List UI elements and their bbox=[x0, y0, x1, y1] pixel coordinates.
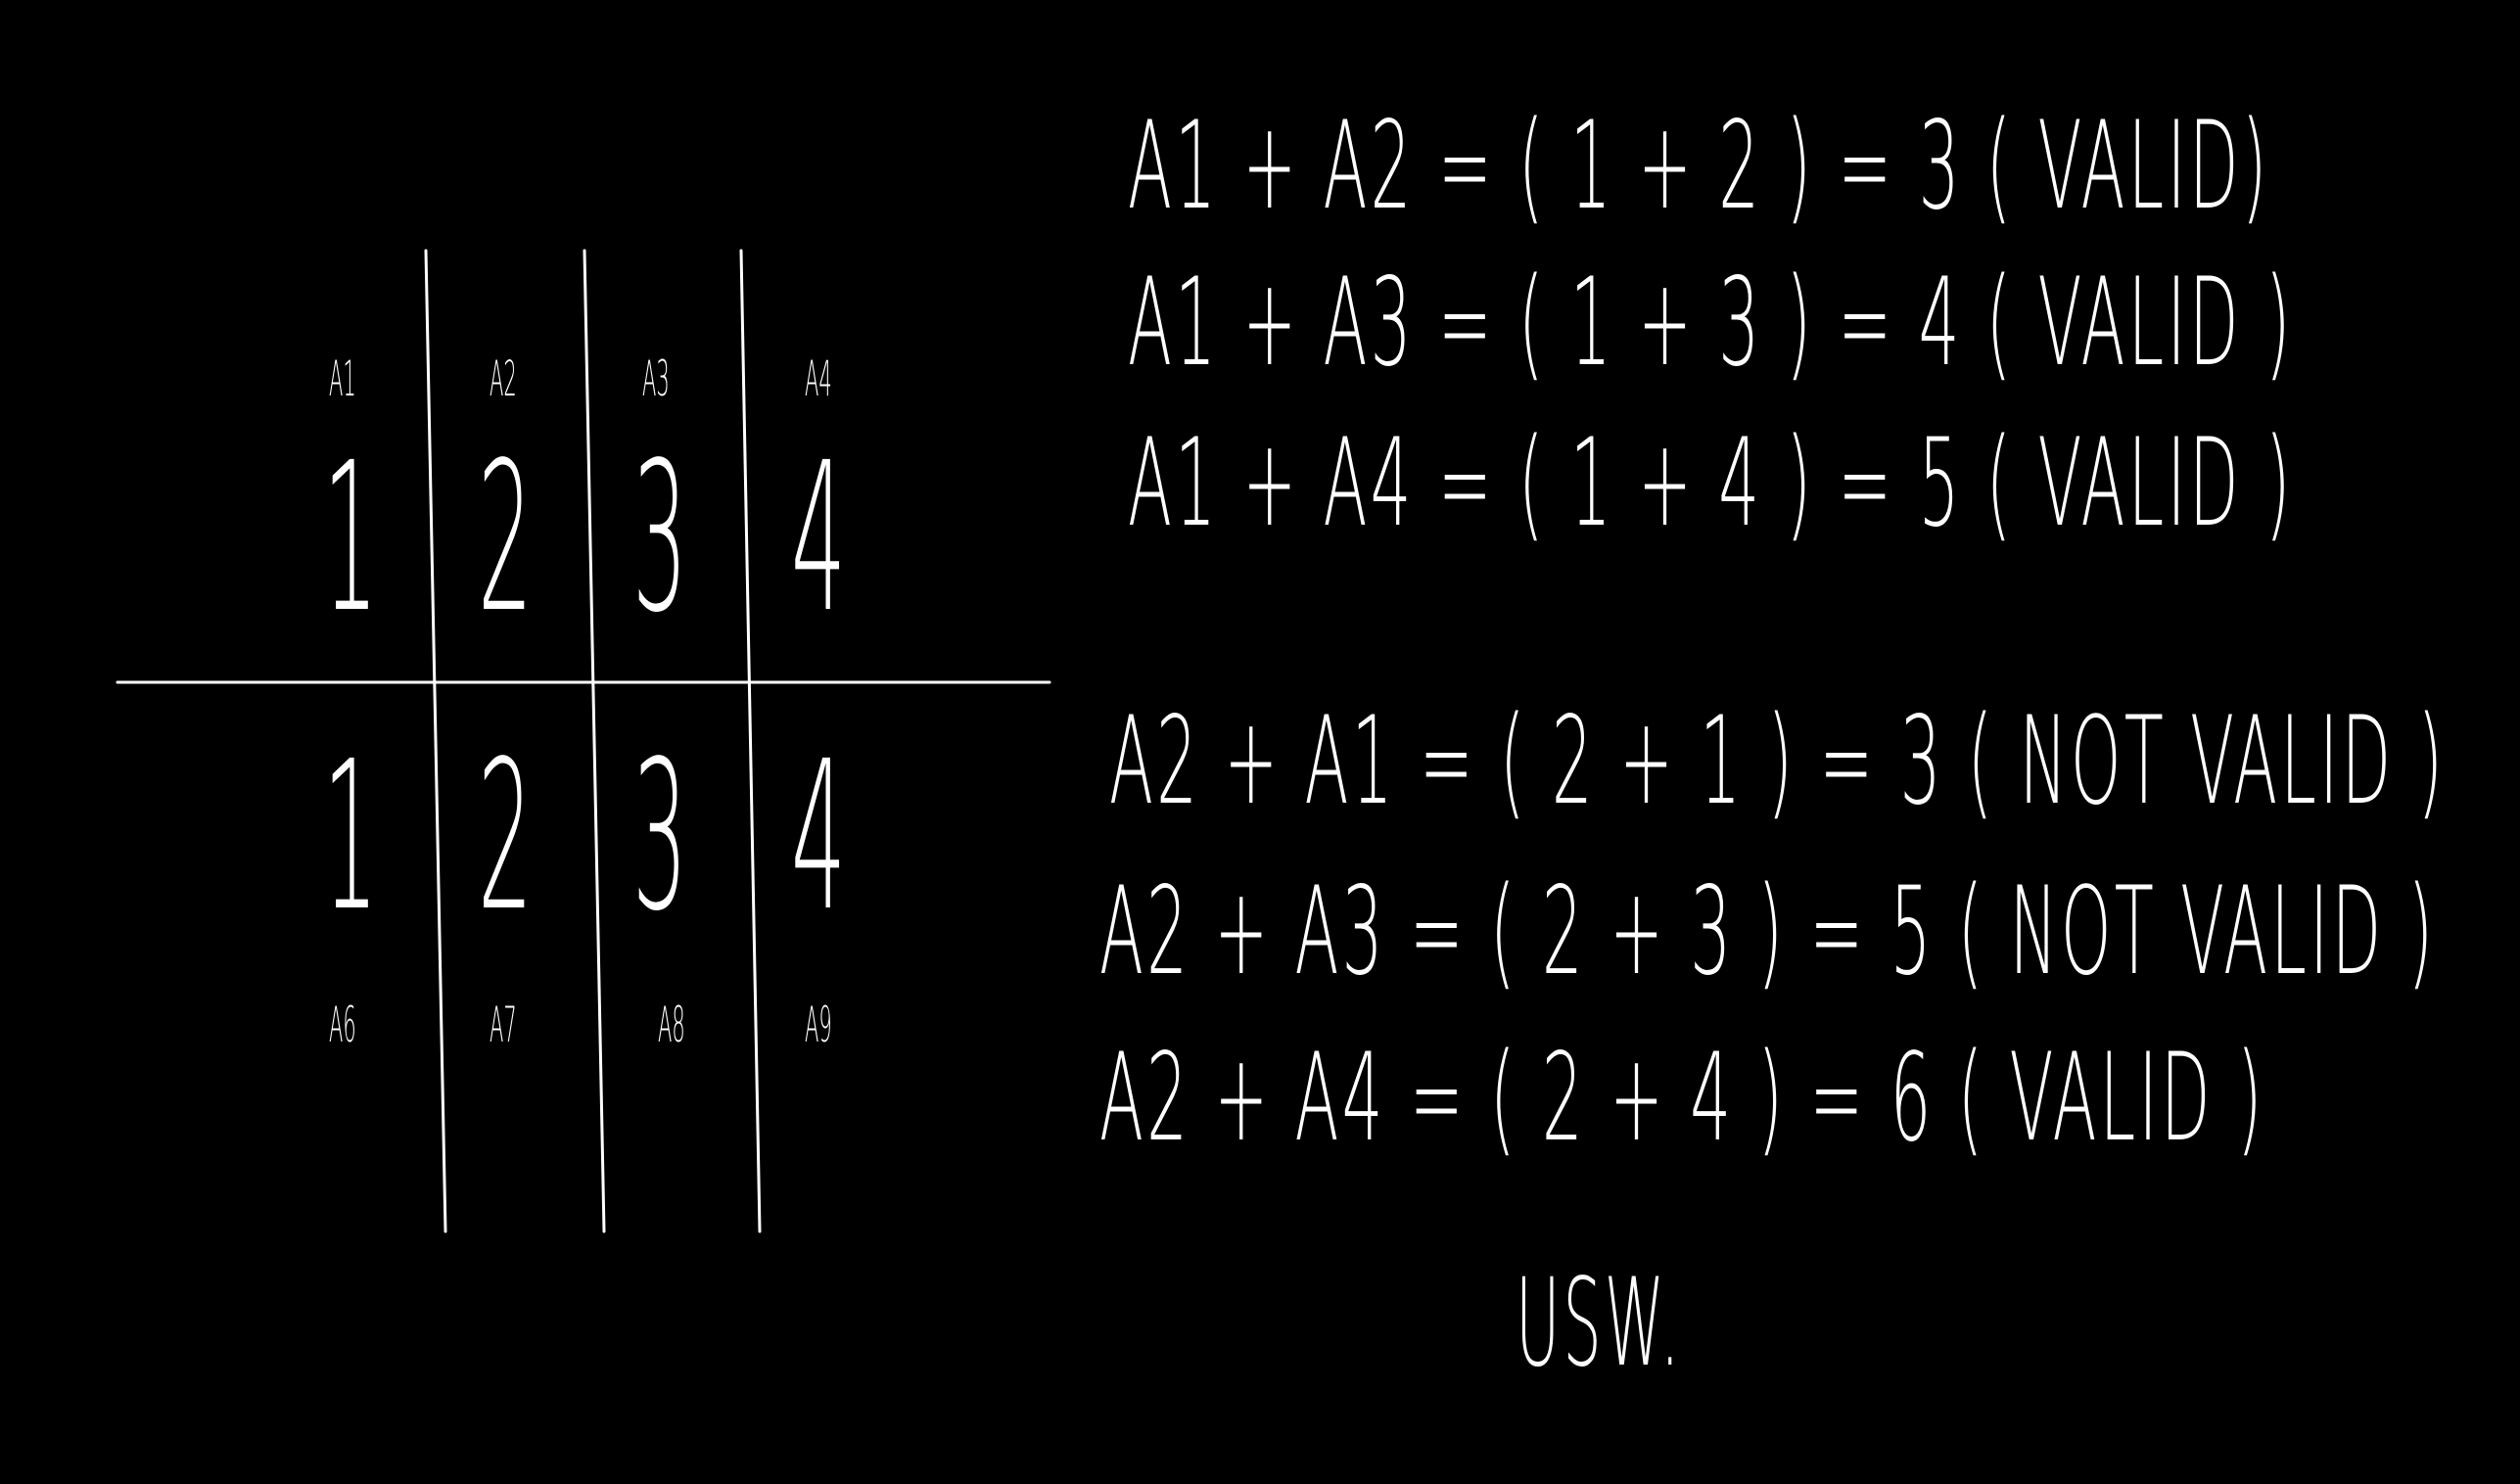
grid-vertical-line-2 bbox=[583, 249, 606, 1233]
equation-a1-a4: A1 + A4 = ( 1 + 4 ) = 5 ( VALID ) bbox=[1128, 413, 2294, 554]
cell-value-a3: 3 bbox=[632, 418, 688, 658]
cell-value-a6: 1 bbox=[323, 717, 379, 956]
cell-value-a1: 1 bbox=[323, 418, 379, 658]
cell-label-a4: A4 bbox=[805, 350, 832, 407]
cell-value-a9: 4 bbox=[791, 717, 847, 956]
cell-value-a7: 2 bbox=[478, 717, 534, 956]
cell-label-a2: A2 bbox=[490, 350, 517, 407]
equation-a1-a2: A1 + A2 = ( 1 + 2 ) = 3 ( VALID) bbox=[1128, 96, 2270, 237]
cell-label-a6: A6 bbox=[329, 997, 356, 1053]
equation-a2-a3: A2 + A3 = ( 2 + 3 ) = 5 ( NOT VALID ) bbox=[1099, 861, 2437, 1002]
usw-note: USW. bbox=[1516, 1253, 1683, 1394]
grid-vertical-line-1 bbox=[424, 249, 447, 1233]
cell-label-a9: A9 bbox=[805, 997, 832, 1053]
equation-a2-a1: A2 + A1 = ( 2 + 1 ) = 3 ( NOT VALID ) bbox=[1109, 691, 2447, 832]
cell-value-a2: 2 bbox=[478, 418, 534, 658]
cell-value-a4: 4 bbox=[791, 418, 847, 658]
cell-label-a8: A8 bbox=[658, 997, 685, 1053]
cell-label-a3: A3 bbox=[642, 350, 670, 407]
cell-label-a7: A7 bbox=[490, 997, 517, 1053]
cell-label-a1: A1 bbox=[329, 350, 356, 407]
grid-vertical-line-3 bbox=[739, 249, 762, 1233]
equation-a1-a3: A1 + A3 = ( 1 + 3 ) = 4 ( VALID ) bbox=[1128, 253, 2294, 394]
cell-value-a8: 3 bbox=[632, 717, 688, 956]
equation-a2-a4: A2 + A4 = ( 2 + 4 ) = 6 ( VALID ) bbox=[1099, 1028, 2265, 1169]
